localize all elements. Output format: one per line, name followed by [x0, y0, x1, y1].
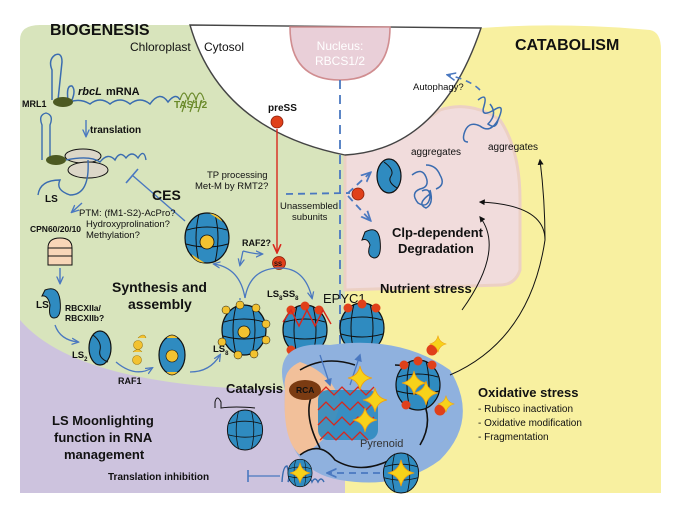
pyrenoid-label: Pyrenoid [360, 438, 403, 450]
raf2-label: RAF2? [242, 238, 271, 248]
ls2-raf1-complex [158, 334, 186, 376]
ls8-octamer [217, 300, 271, 360]
raf1-subunits [132, 334, 147, 365]
translation-inhibition-label: Translation inhibition [108, 472, 209, 483]
moonlighting-panel [20, 320, 345, 493]
synthesis-line2: assembly [128, 296, 192, 312]
rca-label: RCA [296, 385, 314, 395]
press-label: preSS [268, 103, 297, 114]
synthesis-line1: Synthesis and [112, 279, 207, 295]
tas-label: TAS1/2 [174, 100, 208, 111]
to-ls8-arrow [189, 355, 220, 373]
ptm-line3: Methylation? [86, 230, 140, 241]
unassembled-dashed-arrows [285, 173, 370, 220]
oxidative-item: - Oxidative modification [478, 418, 582, 429]
cytosol-label: Cytosol [204, 40, 244, 54]
autophagy-arrow [448, 75, 481, 91]
mrna-group: MRL1 rbcL mRNA TAS1/2 [22, 53, 208, 113]
autophagy-label: Autophagy? [413, 82, 464, 93]
ls-degradation-target [376, 158, 402, 194]
stress-arrows [449, 158, 546, 376]
ss-label: SS [274, 262, 282, 268]
nucleus: Nucleus: RBCS1/2 [289, 26, 391, 81]
cytosol-region [189, 24, 482, 156]
clp-line1: Clp-dependent [392, 225, 484, 240]
oxidative-item: - Rubisco inactivation [478, 404, 573, 415]
nucleus-label-line1: Nucleus: [317, 39, 364, 53]
free-ss-2 [434, 404, 446, 416]
biogenesis-title: BIOGENESIS [50, 22, 150, 39]
ls-subunit [41, 288, 61, 319]
tas-icon [179, 92, 205, 113]
moonlighting-line2: function in RNA [54, 430, 153, 445]
ls-label-2: LS [36, 300, 49, 311]
unassembled-ss [351, 187, 365, 201]
ribosome [37, 112, 147, 196]
ls-fragment [361, 229, 381, 259]
tp-line2: Met-M by RMT2? [195, 181, 268, 192]
nucleus-label-line2: RBCS1/2 [315, 54, 365, 68]
ls2-dimer [88, 330, 112, 366]
mrna-label: mRNA [106, 86, 140, 98]
aggregate-icon [462, 96, 502, 143]
ptm-line2: Hydroxyprolination? [86, 219, 170, 230]
rbcl-label: rbcL [78, 86, 102, 98]
mrl1-label: MRL1 [22, 99, 47, 109]
moonlighting-line3: management [64, 447, 145, 462]
mrl1-protein [53, 97, 73, 107]
unassembled-line2: subunits [292, 212, 328, 223]
tp-line1: TP processing [207, 170, 268, 181]
aggregate-icon [411, 164, 443, 209]
rbcx-line2: RBCXIIb? [65, 313, 104, 323]
cpn-label: CPN60/20/10 [30, 224, 81, 234]
rna-bound-rubisco [214, 397, 264, 451]
translation-label: translation [90, 125, 141, 136]
oxidized-rubisco [395, 356, 441, 411]
catalysis-label: Catalysis [226, 381, 283, 396]
ls-label: LS [45, 194, 58, 205]
catabolism-title: CATABOLISM [515, 37, 619, 54]
cpn-chaperonin [47, 237, 73, 266]
bound-oxidized-rubisco [287, 458, 313, 488]
chloroplast-label: Chloroplast [130, 40, 191, 54]
raf1-label: RAF1 [118, 376, 142, 386]
translation-inhibition-line [247, 470, 280, 482]
ls8-label: LS8 [213, 344, 229, 357]
raf1-arrow [115, 361, 152, 372]
epyc1-label: EPYC1 [323, 291, 366, 306]
ss-protein [272, 256, 286, 270]
ls2-label: LS2 [72, 350, 88, 363]
nutrient-stress-label: Nutrient stress [380, 281, 472, 296]
aggregates-right-label: aggregates [488, 142, 538, 153]
moonlighting-line1: LS Moonlighting [52, 413, 154, 428]
press-protein [270, 115, 284, 129]
ptm-arrow [72, 202, 83, 212]
oxidative-stress-title: Oxidative stress [478, 385, 578, 400]
rca-protein [289, 380, 321, 400]
ptm-line1: PTM: (fM1-S2)-AcPro? [79, 208, 176, 219]
ls8ss8-label: LS8SS8 [267, 289, 299, 302]
ces-label: CES [152, 187, 181, 203]
ls-to-ls2-arrow [54, 324, 78, 342]
clp-line2: Degradation [398, 241, 474, 256]
raf2-arrows [214, 251, 312, 300]
oxidative-item: - Fragmentation [478, 432, 549, 443]
aggregates-left-label: aggregates [411, 147, 461, 158]
free-ss-1 [426, 344, 438, 356]
rbcx-line1: RBCXIIa/ [65, 303, 102, 313]
ls8-raf2-complex [184, 212, 230, 264]
ces-inhibition [125, 168, 186, 222]
unassembled-line1: Unassembled [280, 201, 338, 212]
oxidized-rubisco-bottom [382, 452, 420, 494]
